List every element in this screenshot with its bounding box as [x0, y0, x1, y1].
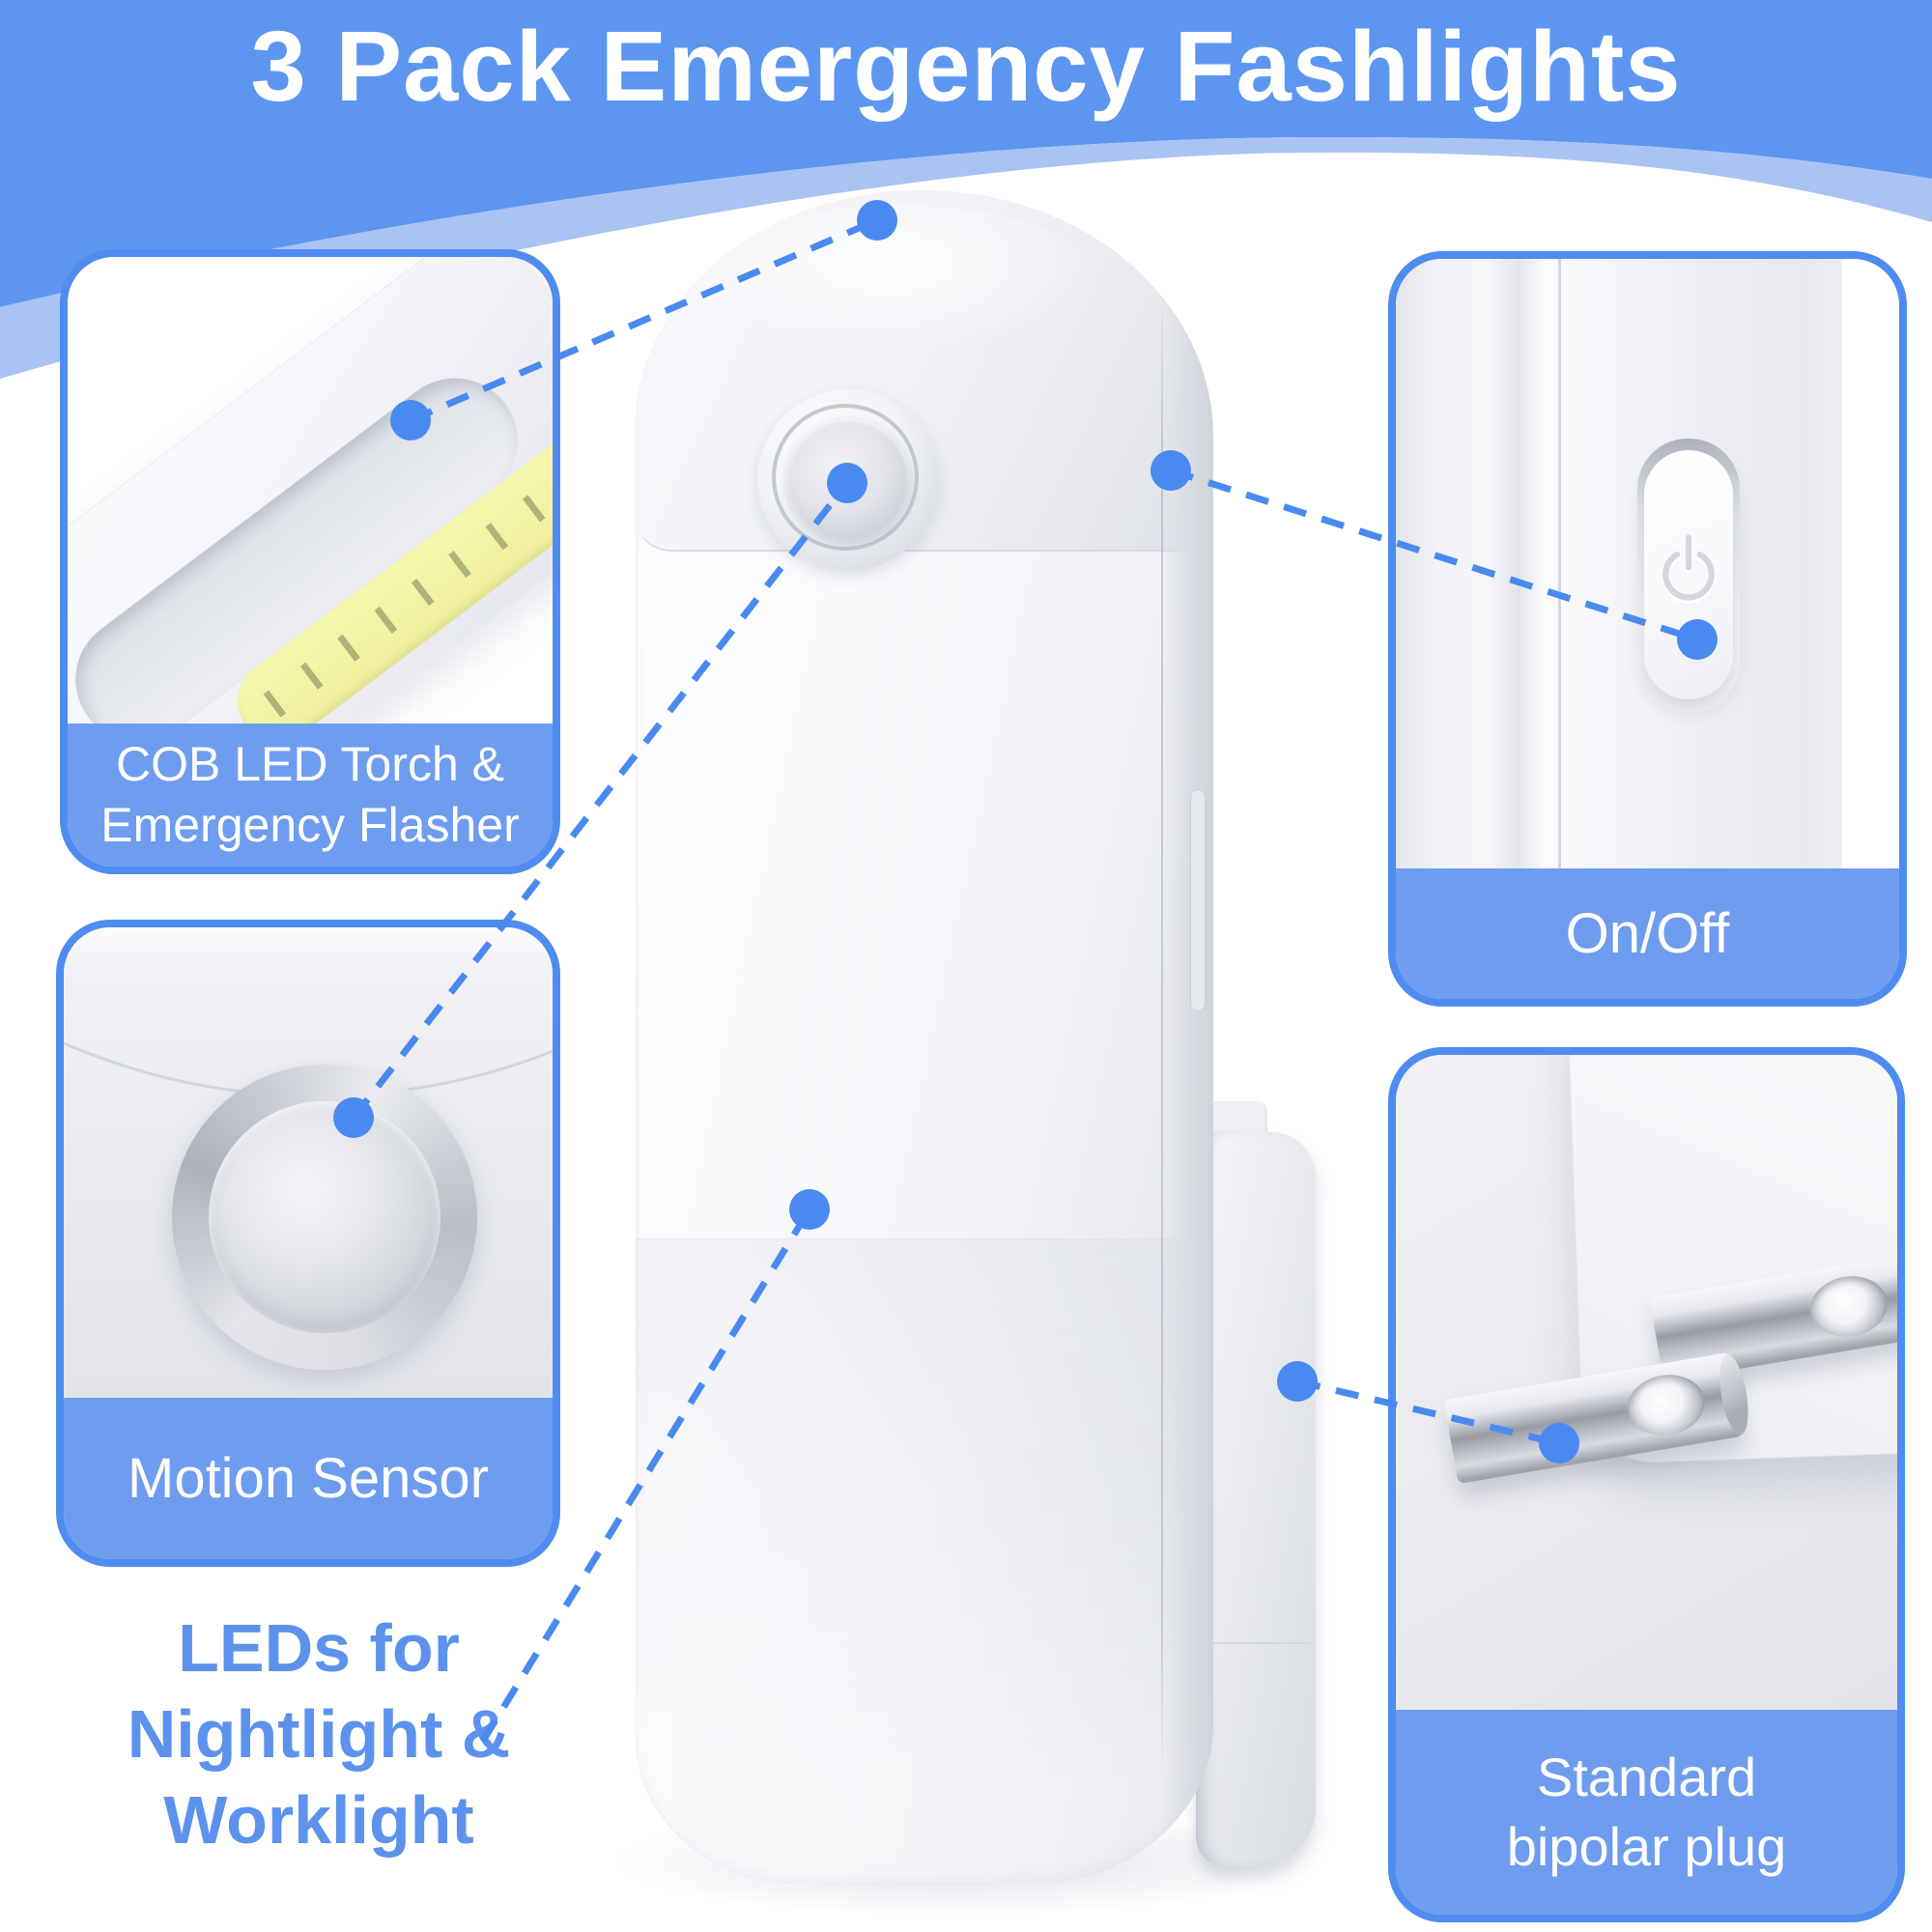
callout-motion-sensor: Motion Sensor [56, 920, 560, 1567]
leader-line-cob [409, 216, 879, 424]
leader-dot [1539, 1423, 1579, 1463]
leader-dot [857, 200, 897, 241]
callout-label-power: On/Off [1396, 868, 1899, 999]
device-side-line-seam [1558, 259, 1561, 868]
page-title: 3 Pack Emergency Fashlights [250, 11, 1682, 122]
sensor-dome-closeup [209, 1101, 440, 1333]
wall-bracket-seam [1202, 1642, 1310, 1644]
callout-label-line: On/Off [1565, 902, 1730, 965]
device-side-seam [1161, 277, 1163, 1784]
banner-shape [0, 0, 1932, 307]
device-side-shadow-seam [1489, 259, 1543, 868]
motion-sensor-ring [772, 404, 919, 551]
leader-line-plug [1296, 1378, 1560, 1447]
leader-dot [827, 463, 867, 503]
callout-label-line: bipolar plug [1506, 1816, 1787, 1877]
callout-label-line: Motion Sensor [128, 1447, 489, 1510]
power-button-photo [1396, 259, 1899, 868]
motion-sensor-photo [64, 927, 553, 1398]
leader-line-motion [351, 480, 850, 1121]
callout-label-line: Emergency Flasher [100, 798, 520, 852]
leds-annotation-line: LEDs for [178, 1610, 460, 1686]
power-icon [1662, 534, 1716, 604]
callout-label-cob: COB LED Torch & Emergency Flasher [68, 724, 553, 867]
callout-label-motion: Motion Sensor [64, 1398, 553, 1559]
wall-bracket [1196, 1132, 1316, 1866]
leader-line-leds [480, 1208, 812, 1743]
device-side-rail [1190, 789, 1206, 1011]
leds-annotation-line: Worklight [163, 1782, 474, 1858]
callout-label-line: Standard [1536, 1747, 1757, 1807]
leader-dot [1277, 1361, 1318, 1402]
callout-label-plug: Standard bipolar plug [1396, 1710, 1897, 1915]
device-top-gloss [694, 206, 1099, 351]
leader-dot [1151, 450, 1191, 491]
leader-dot [1677, 619, 1718, 660]
cob-led-photo [68, 257, 553, 867]
device-side-closeup [1396, 259, 1842, 868]
callout-cob-led: COB LED Torch & Emergency Flasher [60, 249, 560, 874]
leds-annotation-line: Nightlight & [127, 1696, 511, 1772]
leader-line-power [1169, 467, 1699, 643]
leds-annotation: LEDs for Nightlight & Worklight [39, 1605, 599, 1863]
device-diffuser-panel [636, 1238, 1213, 1884]
callout-plug: Standard bipolar plug [1388, 1047, 1905, 1922]
leader-dot [789, 1189, 830, 1230]
power-button [1644, 450, 1733, 699]
leader-dot [390, 400, 431, 440]
plug-photo [1396, 1055, 1897, 1710]
callout-on-off: On/Off [1388, 251, 1907, 1007]
callout-label-line: COB LED Torch & [115, 737, 504, 791]
leader-dot [333, 1097, 374, 1138]
